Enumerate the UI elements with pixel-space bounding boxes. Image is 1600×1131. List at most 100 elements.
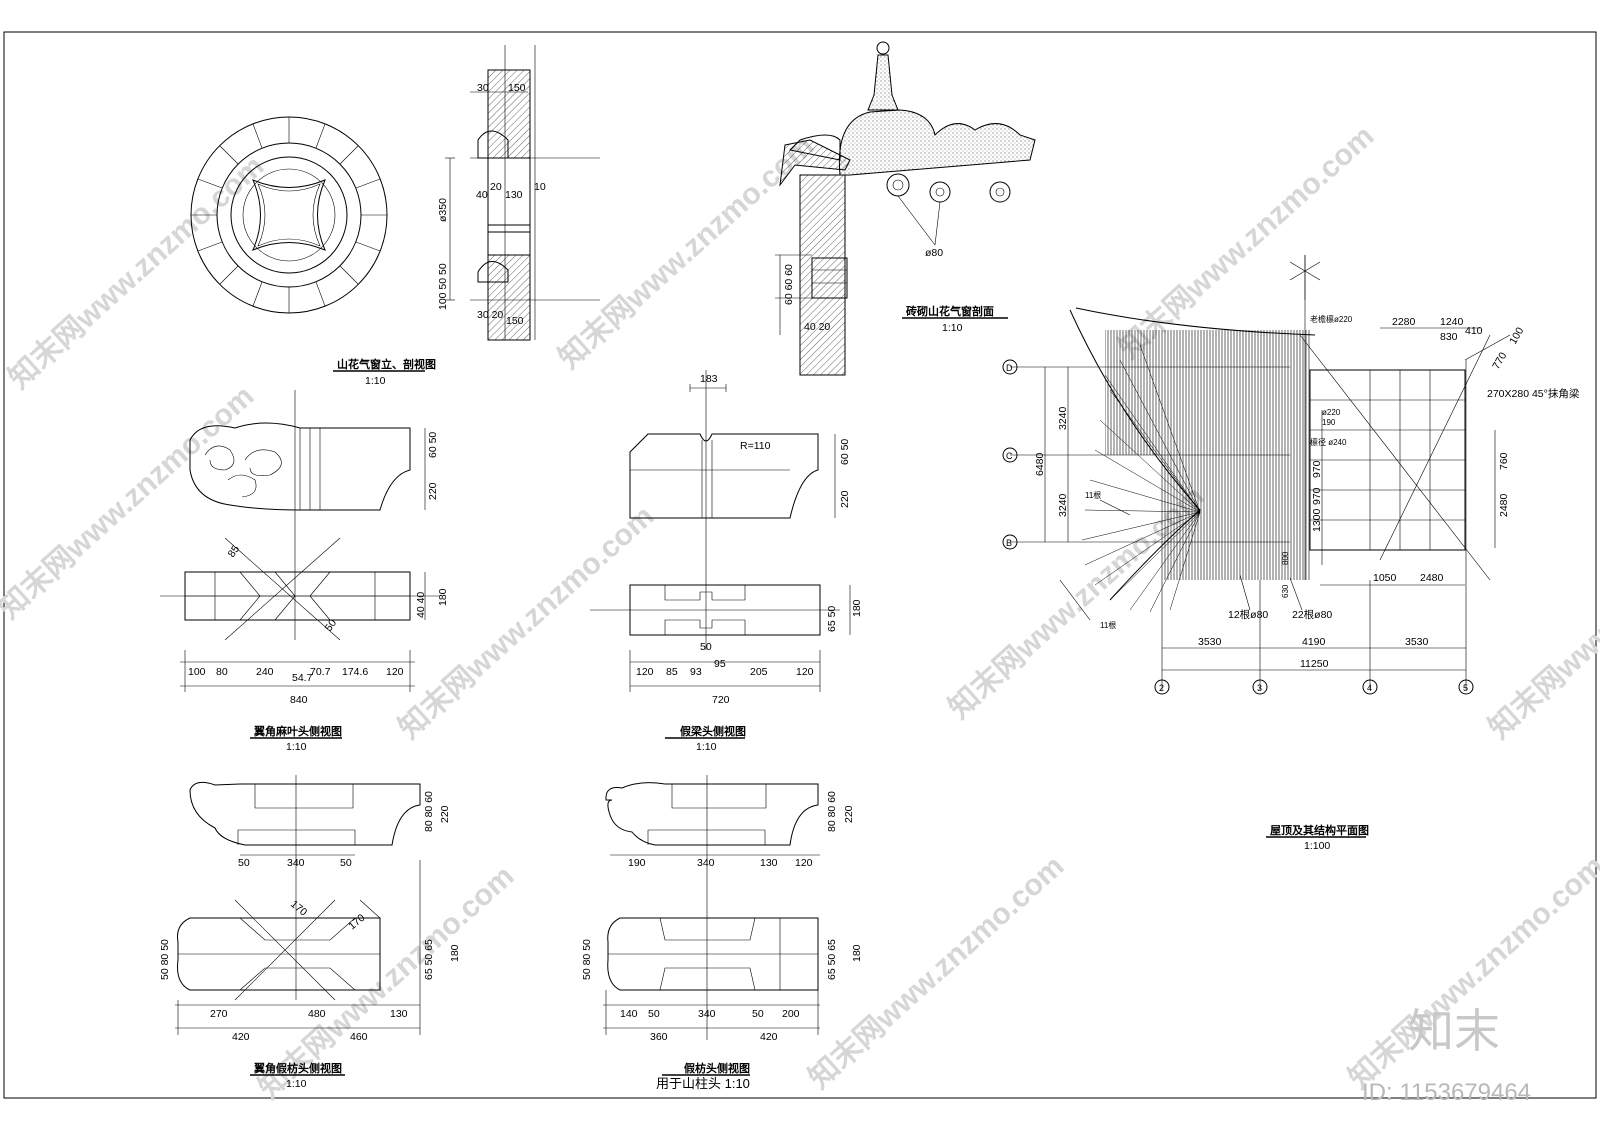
dim-label: 1050 bbox=[1373, 572, 1397, 584]
dim-label: 120 bbox=[795, 857, 813, 869]
dim-label: 80 bbox=[216, 666, 228, 678]
dim-label: 3530 bbox=[1405, 636, 1429, 648]
note-corner-beam: 270X280 45°抹角梁 bbox=[1487, 387, 1580, 400]
dim-label: 180 bbox=[851, 599, 863, 617]
dim-label: 50 bbox=[340, 857, 352, 869]
dim-label: 50 80 50 bbox=[581, 939, 593, 980]
dim-label: 1240 bbox=[1440, 316, 1464, 328]
dim-label: 65 50 bbox=[826, 606, 838, 632]
dim-label: 50 bbox=[700, 641, 712, 653]
brick-gable-vent-section bbox=[775, 41, 1036, 376]
dim-label: 50 bbox=[648, 1008, 660, 1020]
dim-label: 20 bbox=[490, 181, 502, 193]
roof-plan-scale: 1:100 bbox=[1304, 840, 1330, 852]
wing-corner-head-drawing bbox=[160, 390, 440, 692]
dim-label: 50 bbox=[752, 1008, 764, 1020]
dim-label: ø80 bbox=[925, 247, 943, 259]
dim-label: 340 bbox=[287, 857, 305, 869]
dim-label: 12根ø80 bbox=[1228, 608, 1268, 621]
dim-label: 130 bbox=[390, 1008, 408, 1020]
axis-label: 5 bbox=[1463, 683, 1468, 693]
dim-label: 50 80 50 bbox=[159, 939, 171, 980]
axis-label: D bbox=[1006, 363, 1013, 373]
dim-label: 340 bbox=[698, 1008, 716, 1020]
false-beam-head-scale: 1:10 bbox=[696, 741, 717, 753]
dim-label: 760 bbox=[1498, 452, 1510, 470]
dim-label: 800 bbox=[1281, 551, 1290, 565]
dim-label: 100 bbox=[1507, 325, 1526, 346]
dim-label: 410 bbox=[1465, 325, 1483, 337]
dim-label: 183 bbox=[700, 373, 718, 385]
dim-label: 270 bbox=[210, 1008, 228, 1020]
dim-label: 70.7 bbox=[310, 666, 331, 678]
vent-elevation-scale: 1:10 bbox=[365, 375, 386, 387]
dim-label: 11250 bbox=[1300, 658, 1329, 670]
dim-label: 970 bbox=[1311, 460, 1323, 478]
dim-label: 120 bbox=[796, 666, 814, 678]
dim-label: 140 bbox=[620, 1008, 638, 1020]
wing-corner-head-title: 翼角麻叶头侧视图 bbox=[253, 724, 342, 738]
dim-label: 130 bbox=[760, 857, 778, 869]
dim-label: 180 bbox=[851, 944, 863, 962]
dim-label: 220 bbox=[427, 482, 439, 500]
dim-label: 100 bbox=[188, 666, 206, 678]
vent-window-section bbox=[445, 45, 600, 341]
axis-label: 3 bbox=[1257, 683, 1262, 693]
dim-label: ø350 bbox=[437, 198, 449, 222]
dim-label: 180 bbox=[449, 944, 461, 962]
dim-label: 95 bbox=[714, 658, 726, 670]
watermark-site: 知末网www.znzmo.com bbox=[553, 129, 821, 375]
dim-label: 85 bbox=[226, 543, 243, 560]
dim-label: 65 50 65 bbox=[826, 939, 838, 980]
watermark-site: 知末网www.znzmo.com bbox=[1113, 119, 1381, 365]
axis-label: 4 bbox=[1367, 683, 1372, 693]
section-scale: 1:10 bbox=[942, 322, 963, 334]
dim-label: 6480 bbox=[1034, 452, 1046, 476]
dim-label: 120 bbox=[636, 666, 654, 678]
dim-label: 4190 bbox=[1302, 636, 1326, 648]
dim-label: 200 bbox=[782, 1008, 800, 1020]
dim-label: 130 bbox=[505, 189, 523, 201]
dim-label: 480 bbox=[308, 1008, 326, 1020]
false-beam-head-title: 假梁头侧视图 bbox=[680, 724, 746, 738]
dim-label: 830 bbox=[1440, 331, 1458, 343]
dim-label: 65 50 65 bbox=[423, 939, 435, 980]
dim-label: 220 bbox=[439, 805, 451, 823]
dim-label: 50 bbox=[238, 857, 250, 869]
dim-label: 60 50 bbox=[839, 439, 851, 465]
wing-false-purlin-head-drawing bbox=[175, 775, 421, 1035]
dim-label: 174.6 bbox=[342, 666, 368, 678]
dim-label: 40 20 bbox=[804, 321, 830, 333]
dim-label: R=110 bbox=[740, 440, 771, 452]
dim-label: 170 bbox=[288, 898, 309, 919]
dim-label: 10 bbox=[534, 181, 546, 193]
dim-label: 205 bbox=[750, 666, 768, 678]
dim-label: 460 bbox=[350, 1031, 368, 1043]
dim-label: 54.7 bbox=[292, 672, 313, 684]
watermark-site: 知末网www.znzmo.com bbox=[3, 149, 271, 395]
dim-label: 340 bbox=[697, 857, 715, 869]
wing-corner-head-scale: 1:10 bbox=[286, 741, 307, 753]
dim-label: 220 bbox=[843, 805, 855, 823]
dim-label: 老檐檩ø220 bbox=[1310, 314, 1353, 324]
dim-label: 770 bbox=[1490, 350, 1509, 371]
axis-label: C bbox=[1006, 451, 1013, 461]
dim-label: 970 bbox=[1311, 487, 1323, 505]
dim-label: 2480 bbox=[1420, 572, 1444, 584]
dim-label: 240 bbox=[256, 666, 274, 678]
brand-logo: 知末 bbox=[1408, 1005, 1500, 1057]
dim-label: ø220 bbox=[1322, 408, 1341, 417]
dim-label: 30 20 bbox=[477, 309, 503, 321]
dim-label: 11根 bbox=[1085, 490, 1101, 500]
axis-label: 2 bbox=[1159, 683, 1164, 693]
section-title: 砖砌山花气窗剖面 bbox=[906, 304, 994, 318]
false-purlin-head-drawing bbox=[603, 775, 820, 1040]
id-label: ID: 1153679464 bbox=[1362, 1079, 1531, 1106]
dim-label: 720 bbox=[712, 694, 730, 706]
dim-label: 170 bbox=[346, 912, 367, 933]
dim-label: 檩径 ø240 bbox=[1310, 437, 1347, 447]
dim-label: 420 bbox=[760, 1031, 778, 1043]
dim-label: 220 bbox=[839, 490, 851, 508]
vent-elevation-title: 山花气窗立、剖视图 bbox=[337, 357, 436, 371]
